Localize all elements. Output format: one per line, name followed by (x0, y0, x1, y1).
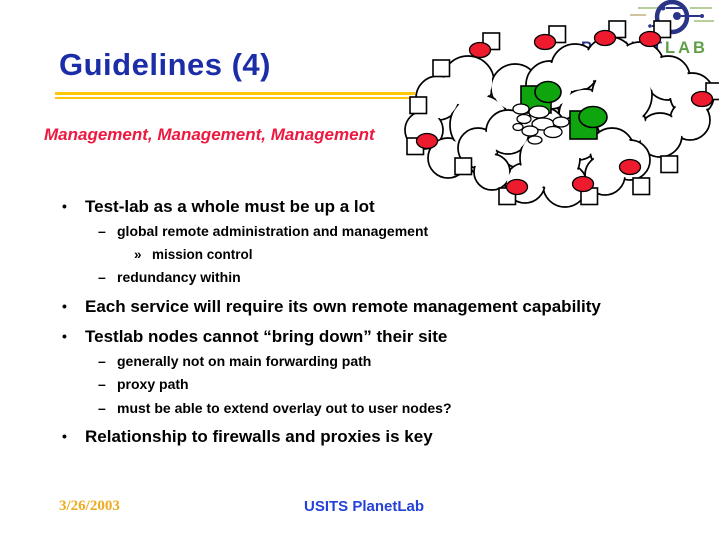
subtitle: Management, Management, Management (44, 125, 375, 144)
mini-cloud-cluster (512, 103, 570, 145)
bullet-marker: – (98, 352, 106, 369)
red-node-icon (618, 158, 642, 176)
bullet-marker: • (62, 327, 67, 344)
red-node-icon (593, 29, 617, 47)
service-circle-icon (578, 105, 608, 129)
bullet-item: • Relationship to firewalls and proxies … (0, 427, 700, 446)
footer-date: 3/26/2003 (59, 498, 120, 514)
site-square-icon (660, 155, 679, 174)
bullet-text: Test-lab as a whole must be up a lot (85, 197, 375, 216)
site-square-icon (632, 177, 651, 196)
bullet-item: » mission control (0, 246, 700, 263)
red-node-icon (415, 132, 439, 150)
bullet-item: • Test-lab as a whole must be up a lot (0, 197, 700, 216)
bullet-marker: – (98, 376, 106, 392)
footer-label: USITS PlanetLab (304, 498, 425, 515)
title-rule (55, 92, 415, 99)
bullet-item: – redundancy within (0, 269, 700, 286)
overlay-network-diagram: PLANETLAB (404, 0, 719, 208)
bullet-marker: • (62, 428, 67, 444)
bullet-item: • Each service will require its own remo… (0, 297, 700, 316)
red-node-icon (533, 33, 557, 51)
bullet-text: generally not on main forwarding path (117, 352, 372, 369)
bullet-text: redundancy within (117, 269, 241, 285)
site-square-icon (409, 96, 428, 115)
bullet-item: – must be able to extend overlay out to … (0, 399, 700, 417)
bullet-marker: – (98, 223, 106, 239)
bullet-text: global remote administration and managem… (117, 223, 429, 239)
bullet-item: • Testlab nodes cannot “bring down” thei… (0, 327, 700, 346)
bullet-text: must be able to extend overlay out to us… (117, 399, 452, 416)
title-rule-bottom (55, 97, 415, 99)
bullet-marker: • (62, 297, 67, 314)
bullet-text: Each service will require its own remote… (85, 296, 601, 316)
site-nodes (406, 20, 719, 206)
title-rule-top (55, 92, 415, 95)
bullet-item: – global remote administration and manag… (0, 223, 700, 240)
bullet-marker: » (134, 246, 142, 262)
bullet-item: – proxy path (0, 376, 700, 393)
site-square-icon (432, 59, 451, 78)
red-node-icon (505, 178, 529, 196)
page-title: Guidelines (4) (59, 47, 271, 82)
bullet-marker: – (98, 269, 106, 285)
bullet-text: Testlab nodes cannot “bring down” their … (85, 326, 448, 346)
service-circle-icon (534, 80, 562, 104)
bullet-item: – generally not on main forwarding path (0, 352, 700, 370)
bullet-marker: – (98, 399, 106, 416)
red-node-icon (468, 41, 492, 59)
bullet-marker: • (62, 198, 67, 214)
bullet-text: proxy path (117, 376, 189, 392)
red-node-icon (638, 30, 662, 48)
bullet-list: • Test-lab as a whole must be up a lot –… (0, 197, 700, 446)
site-square-icon (454, 157, 473, 176)
red-node-icon (690, 90, 714, 108)
red-node-icon (571, 175, 595, 193)
bullet-text: Relationship to firewalls and proxies is… (85, 427, 433, 446)
site-square-icon (653, 20, 672, 39)
bullet-text: mission control (152, 246, 253, 262)
